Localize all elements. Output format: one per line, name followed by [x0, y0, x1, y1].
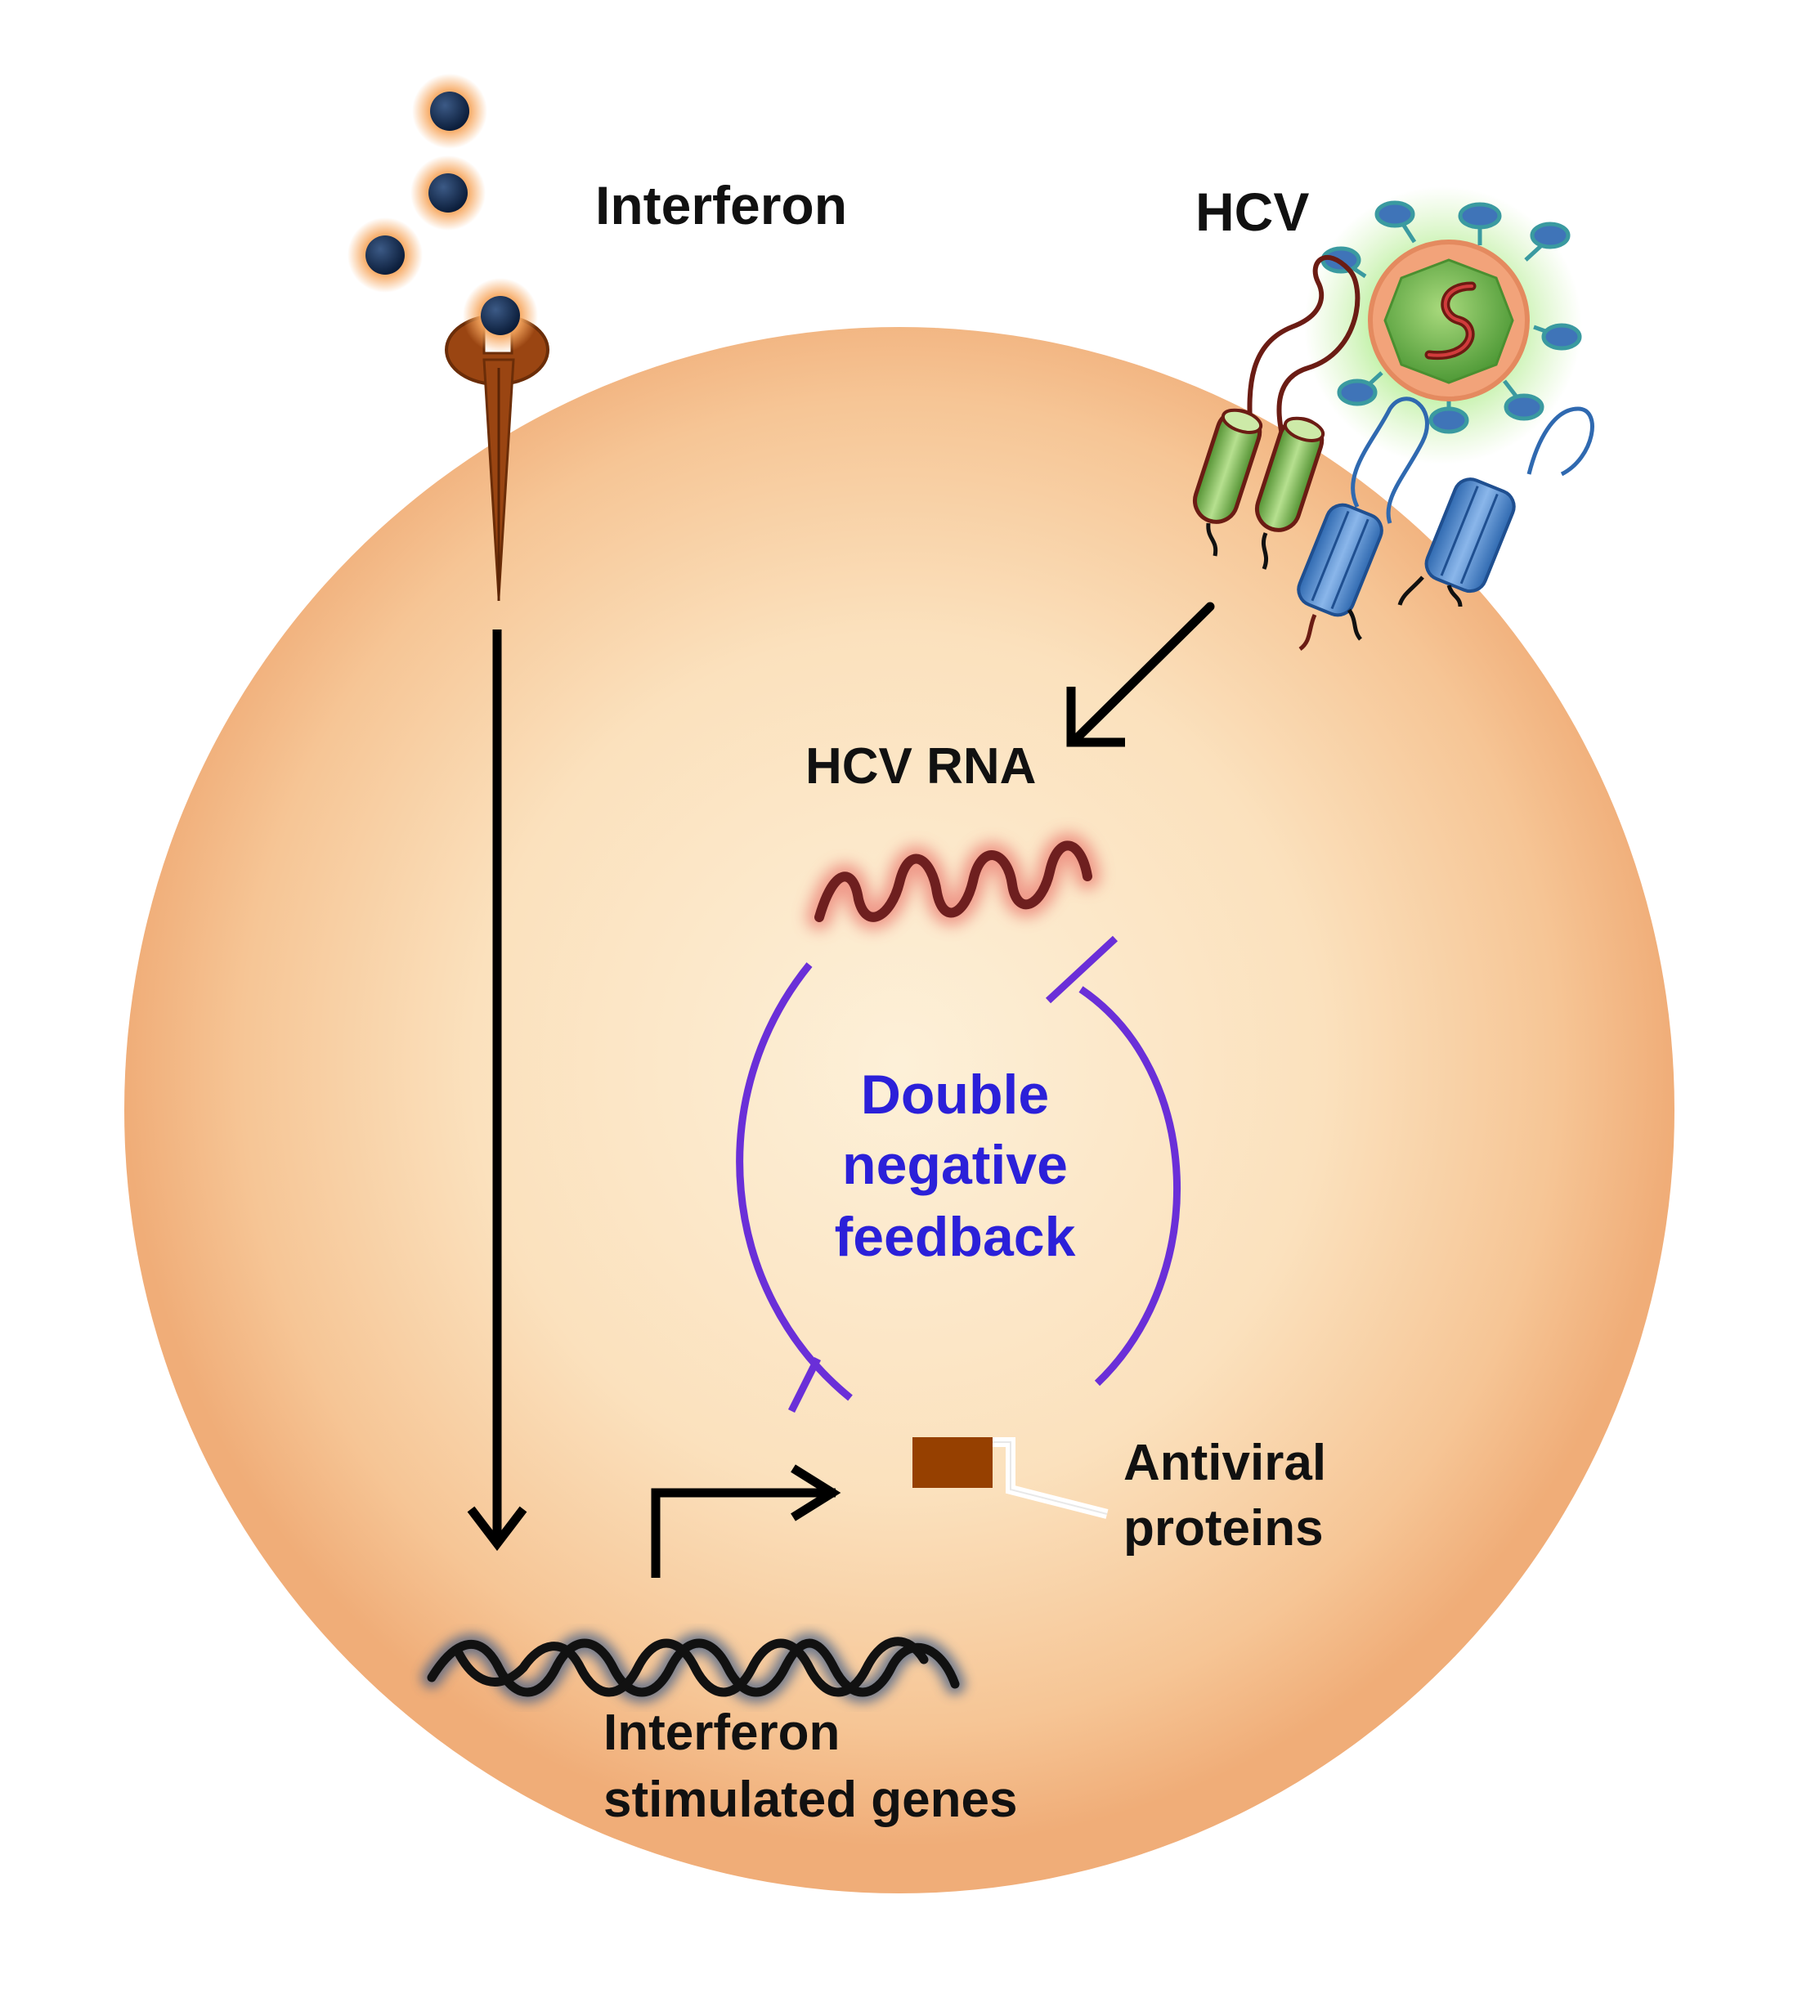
- cell-body: [124, 327, 1674, 1893]
- dna-helix-icon: [421, 1633, 966, 1703]
- feedback-inhibition-left: [736, 962, 853, 1413]
- hcv-rna-label: HCV RNA: [805, 738, 1036, 795]
- hcv-entry-arrow: [1066, 602, 1215, 747]
- feedback-label-line1: Double: [861, 1064, 1049, 1126]
- hcv-entry-receptor-icon: [1297, 396, 1594, 652]
- feedback-label-line3: feedback: [835, 1206, 1076, 1268]
- transcription-arrow: [651, 1464, 841, 1578]
- antiviral-protein-icon: [912, 1437, 1109, 1519]
- feedback-label-line2: negative: [842, 1134, 1068, 1196]
- interferon-label: Interferon: [595, 175, 847, 235]
- interferon-particle-icon: [412, 74, 487, 149]
- rna-strand-icon: [806, 832, 1101, 930]
- hcv-virion-icon: [1304, 186, 1582, 464]
- antiviral-label-line1: Antiviral: [1123, 1435, 1326, 1491]
- interferon-receptor-icon: [445, 278, 549, 601]
- antiviral-label-line2: proteins: [1123, 1500, 1324, 1557]
- hcv-entry-receptor-icon: [1192, 255, 1361, 570]
- interferon-particle-icon: [347, 217, 423, 293]
- isg-label-line2: stimulated genes: [603, 1772, 1017, 1828]
- isg-label-line1: Interferon: [603, 1705, 840, 1761]
- interferon-particle-icon: [410, 155, 486, 231]
- hcv-label: HCV: [1195, 181, 1309, 242]
- feedback-inhibition-right: [1045, 935, 1181, 1387]
- interferon-particles: [347, 74, 487, 293]
- interferon-signaling-arrow: [467, 629, 527, 1552]
